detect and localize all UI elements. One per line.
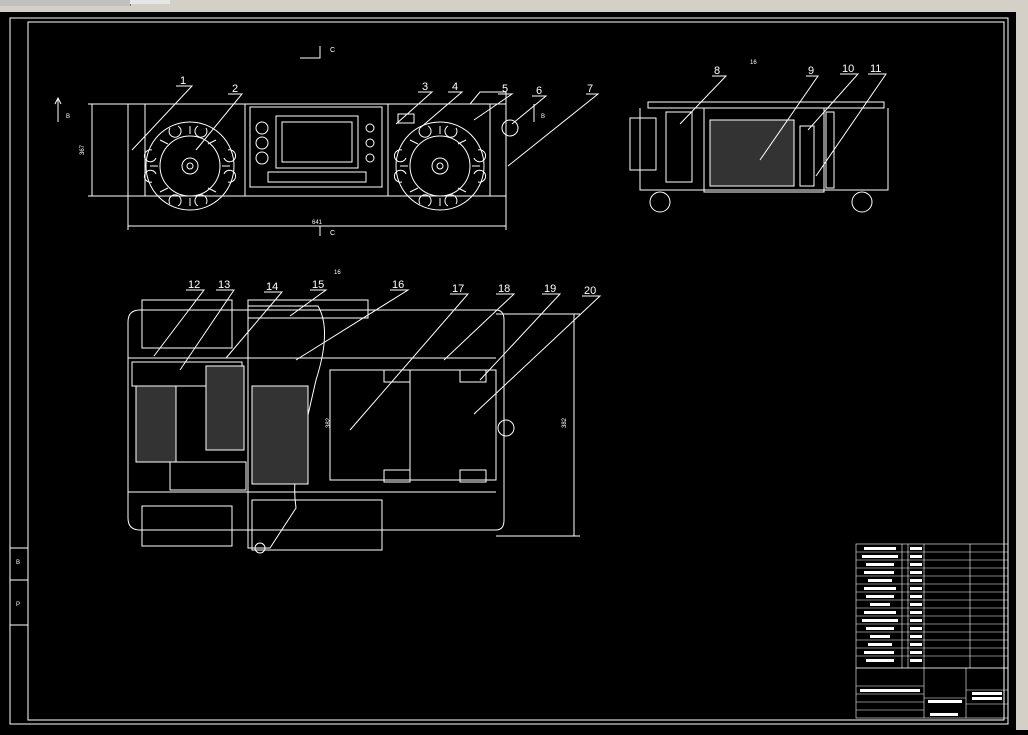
callout-17: 17 xyxy=(452,283,464,295)
dim-height: 367 xyxy=(80,144,86,155)
callout-6: 6 xyxy=(536,85,542,97)
callout-leaders xyxy=(131,73,887,431)
callout-7: 7 xyxy=(587,83,593,95)
callout-8: 8 xyxy=(714,65,720,77)
view-mark: B xyxy=(66,114,70,120)
dim-width: 641 xyxy=(312,220,323,226)
dim-plan-height: 382 xyxy=(562,417,568,428)
view-mark: B xyxy=(541,114,545,120)
callout-4: 4 xyxy=(452,81,458,93)
callout-13: 13 xyxy=(218,279,230,291)
callout-12: 12 xyxy=(188,279,200,291)
callout-14: 14 xyxy=(266,281,278,293)
callout-19: 19 xyxy=(544,283,556,295)
dim-plan-inner: 382 xyxy=(326,417,332,428)
vertical-scrollbar[interactable] xyxy=(1016,12,1028,730)
title-block-text-blocks xyxy=(860,689,1002,716)
section-mark: C xyxy=(330,47,335,54)
callout-5: 5 xyxy=(502,83,508,95)
drawing-border xyxy=(9,17,1009,725)
side-view: 16 xyxy=(629,60,889,213)
callout-2: 2 xyxy=(232,83,238,95)
callout-11: 11 xyxy=(870,63,881,75)
toolbar-tab-2[interactable] xyxy=(130,0,170,4)
callout-labels: 1 2 3 4 5 6 7 8 9 10 11 12 13 14 15 16 1… xyxy=(180,63,881,297)
callout-10: 10 xyxy=(842,63,854,75)
cad-canvas[interactable]: B P xyxy=(0,12,1016,730)
margin-mark: B xyxy=(16,560,20,566)
callout-1: 1 xyxy=(180,75,186,87)
plan-view: 382 382 16 xyxy=(127,270,580,554)
view-label: 16 xyxy=(334,270,341,276)
parts-list-rows xyxy=(856,551,1008,657)
front-wheel-left xyxy=(143,121,237,211)
callout-16: 16 xyxy=(392,279,404,291)
callout-9: 9 xyxy=(808,65,814,77)
front-wheel-right xyxy=(393,121,487,211)
callout-3: 3 xyxy=(422,81,428,93)
margin-mark: P xyxy=(16,602,20,608)
view-label: 16 xyxy=(750,60,757,66)
callout-20: 20 xyxy=(584,285,596,297)
callout-18: 18 xyxy=(498,283,510,295)
parts-list-text-blocks xyxy=(862,547,922,662)
parts-list xyxy=(855,543,1009,669)
cad-drawing: B P xyxy=(9,17,1009,725)
toolbar-tab[interactable] xyxy=(0,0,131,6)
drawing-frame xyxy=(27,21,1005,721)
front-view: 367 641 C C B B xyxy=(54,46,545,237)
section-mark: C xyxy=(330,230,335,237)
callout-15: 15 xyxy=(312,279,324,291)
title-block xyxy=(855,667,1009,719)
